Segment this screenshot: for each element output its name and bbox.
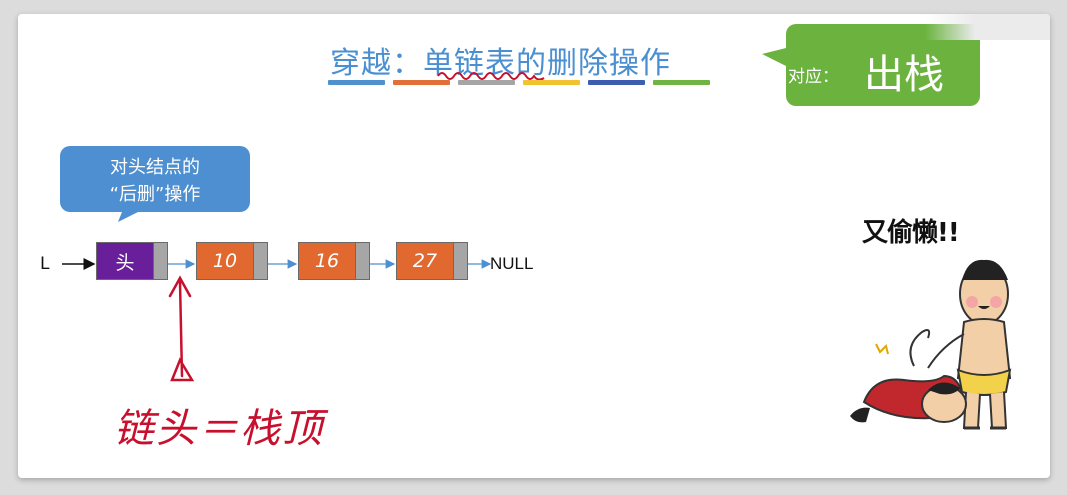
annotation-text: 链头＝栈顶 (114, 406, 324, 452)
blue-callout-shape (60, 146, 250, 222)
standing-figure (927, 259, 1012, 430)
stripe (523, 80, 580, 85)
red-wavy-underline (437, 72, 545, 81)
node-pointer-field (154, 242, 168, 280)
node-value: 16 (298, 242, 356, 280)
node-pointer-field (454, 242, 468, 280)
stripe (588, 80, 645, 85)
title-color-stripes (328, 80, 710, 85)
blue-callout: 对头结点的 “后删”操作 (60, 144, 256, 224)
green-callout-shape (762, 24, 980, 106)
node-value: 27 (396, 242, 454, 280)
list-head-pointer-label: L (40, 254, 50, 274)
green-callout-small-text: 对应： (788, 67, 839, 87)
handwritten-annotation: 链头＝栈顶 (114, 396, 324, 454)
stripe (393, 80, 450, 85)
node-pointer-field (254, 242, 268, 280)
list-node: 16 (298, 242, 370, 280)
slide: 穿越：单链表的删除操作 对应： 出栈 对头结点的 “后删”操作 L (18, 14, 1050, 478)
node-pointer-field (356, 242, 370, 280)
list-node: 27 (396, 242, 468, 280)
head-node-data: 头 (96, 242, 154, 280)
green-callout: 对应： 出栈 (762, 22, 982, 108)
green-callout-big-text: 出栈 (864, 52, 944, 98)
lying-figure (850, 329, 967, 423)
stripe (653, 80, 710, 85)
node-value: 10 (196, 242, 254, 280)
title-suffix: 的删除操作 (516, 46, 671, 81)
title-prefix: 穿越： (330, 46, 423, 81)
list-node: 10 (196, 242, 268, 280)
slide-title: 穿越：单链表的删除操作 (330, 38, 671, 82)
null-label: NULL (490, 254, 534, 273)
blue-callout-line1: 对头结点的 (110, 157, 200, 178)
list-arrows (62, 258, 492, 382)
stripe (328, 80, 385, 85)
list-node-head: 头 (96, 242, 168, 280)
stripe (458, 80, 515, 85)
cartoon-illustration (850, 259, 1012, 430)
cartoon-caption: 又偷懒!! (862, 218, 960, 248)
corner-fade (925, 14, 1050, 40)
red-hand-arrow (168, 275, 195, 382)
blue-callout-line2: “后删”操作 (109, 184, 201, 205)
